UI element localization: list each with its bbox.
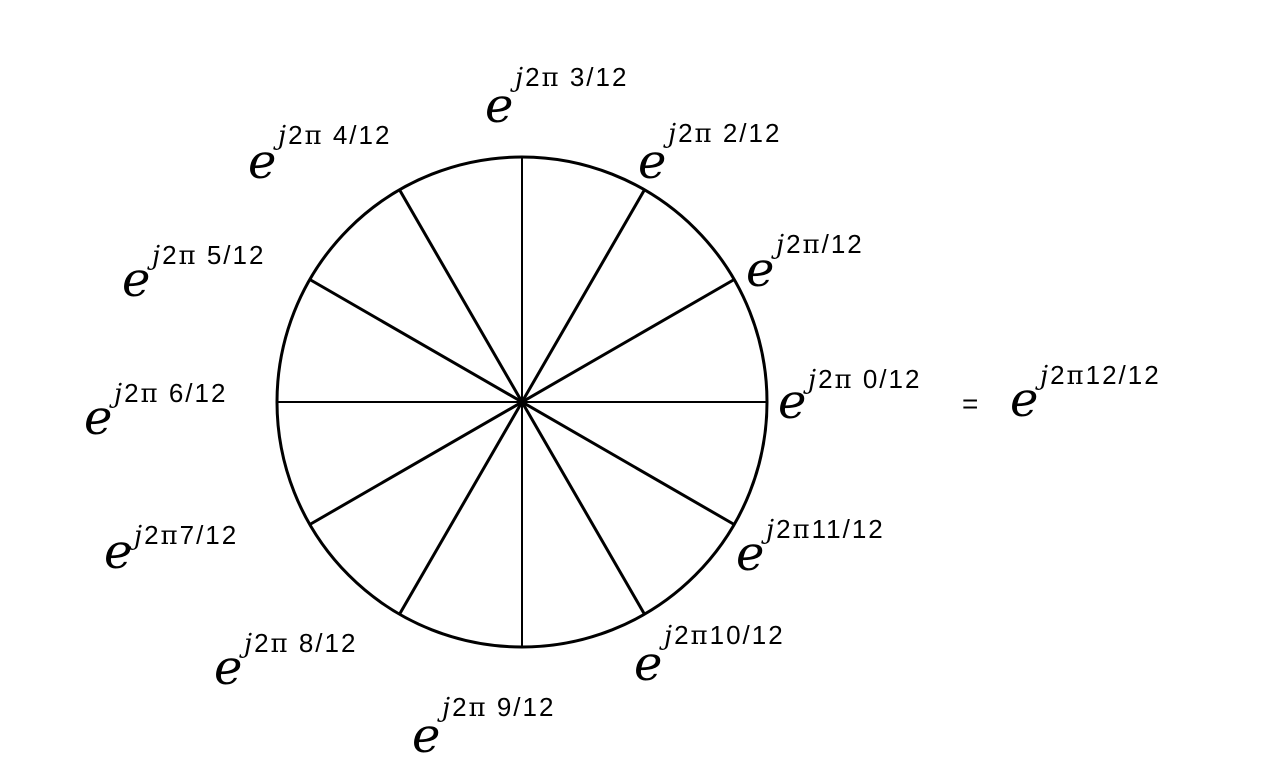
root-base: e bbox=[104, 524, 133, 580]
root-base: e bbox=[122, 252, 151, 308]
spokes bbox=[277, 157, 767, 647]
root-base: e bbox=[736, 526, 765, 582]
root-exponent: j2π 2/12 bbox=[668, 118, 782, 149]
root-exponent: j2π 4/12 bbox=[278, 120, 392, 151]
root-base: e bbox=[214, 640, 243, 696]
root-base: e bbox=[412, 708, 441, 764]
root-base: e bbox=[84, 390, 113, 446]
equals-sign: = bbox=[962, 388, 979, 419]
root-exponent: j2π 0/12 bbox=[808, 364, 922, 395]
root-base: e bbox=[634, 636, 663, 692]
root-exponent: j2π 8/12 bbox=[244, 628, 358, 659]
root-exponent: j2π/12 bbox=[776, 229, 864, 260]
root-exponent: j2π 3/12 bbox=[515, 62, 629, 93]
root-base: e bbox=[746, 242, 775, 298]
root-exponent: j2π11/12 bbox=[766, 514, 885, 545]
root-base: e bbox=[638, 134, 667, 190]
root-exponent: j2π12/12 bbox=[1040, 360, 1161, 391]
root-exponent: j2π7/12 bbox=[134, 520, 239, 551]
root-base: e bbox=[1010, 372, 1039, 428]
root-exponent: j2π 9/12 bbox=[442, 692, 556, 723]
root-exponent: j2π 5/12 bbox=[152, 240, 266, 271]
center-point bbox=[518, 398, 526, 406]
root-exponent: j2π10/12 bbox=[664, 620, 785, 651]
root-exponent: j2π 6/12 bbox=[114, 378, 228, 409]
root-base: e bbox=[778, 374, 807, 430]
root-base: e bbox=[248, 134, 277, 190]
root-base: e bbox=[485, 78, 514, 134]
